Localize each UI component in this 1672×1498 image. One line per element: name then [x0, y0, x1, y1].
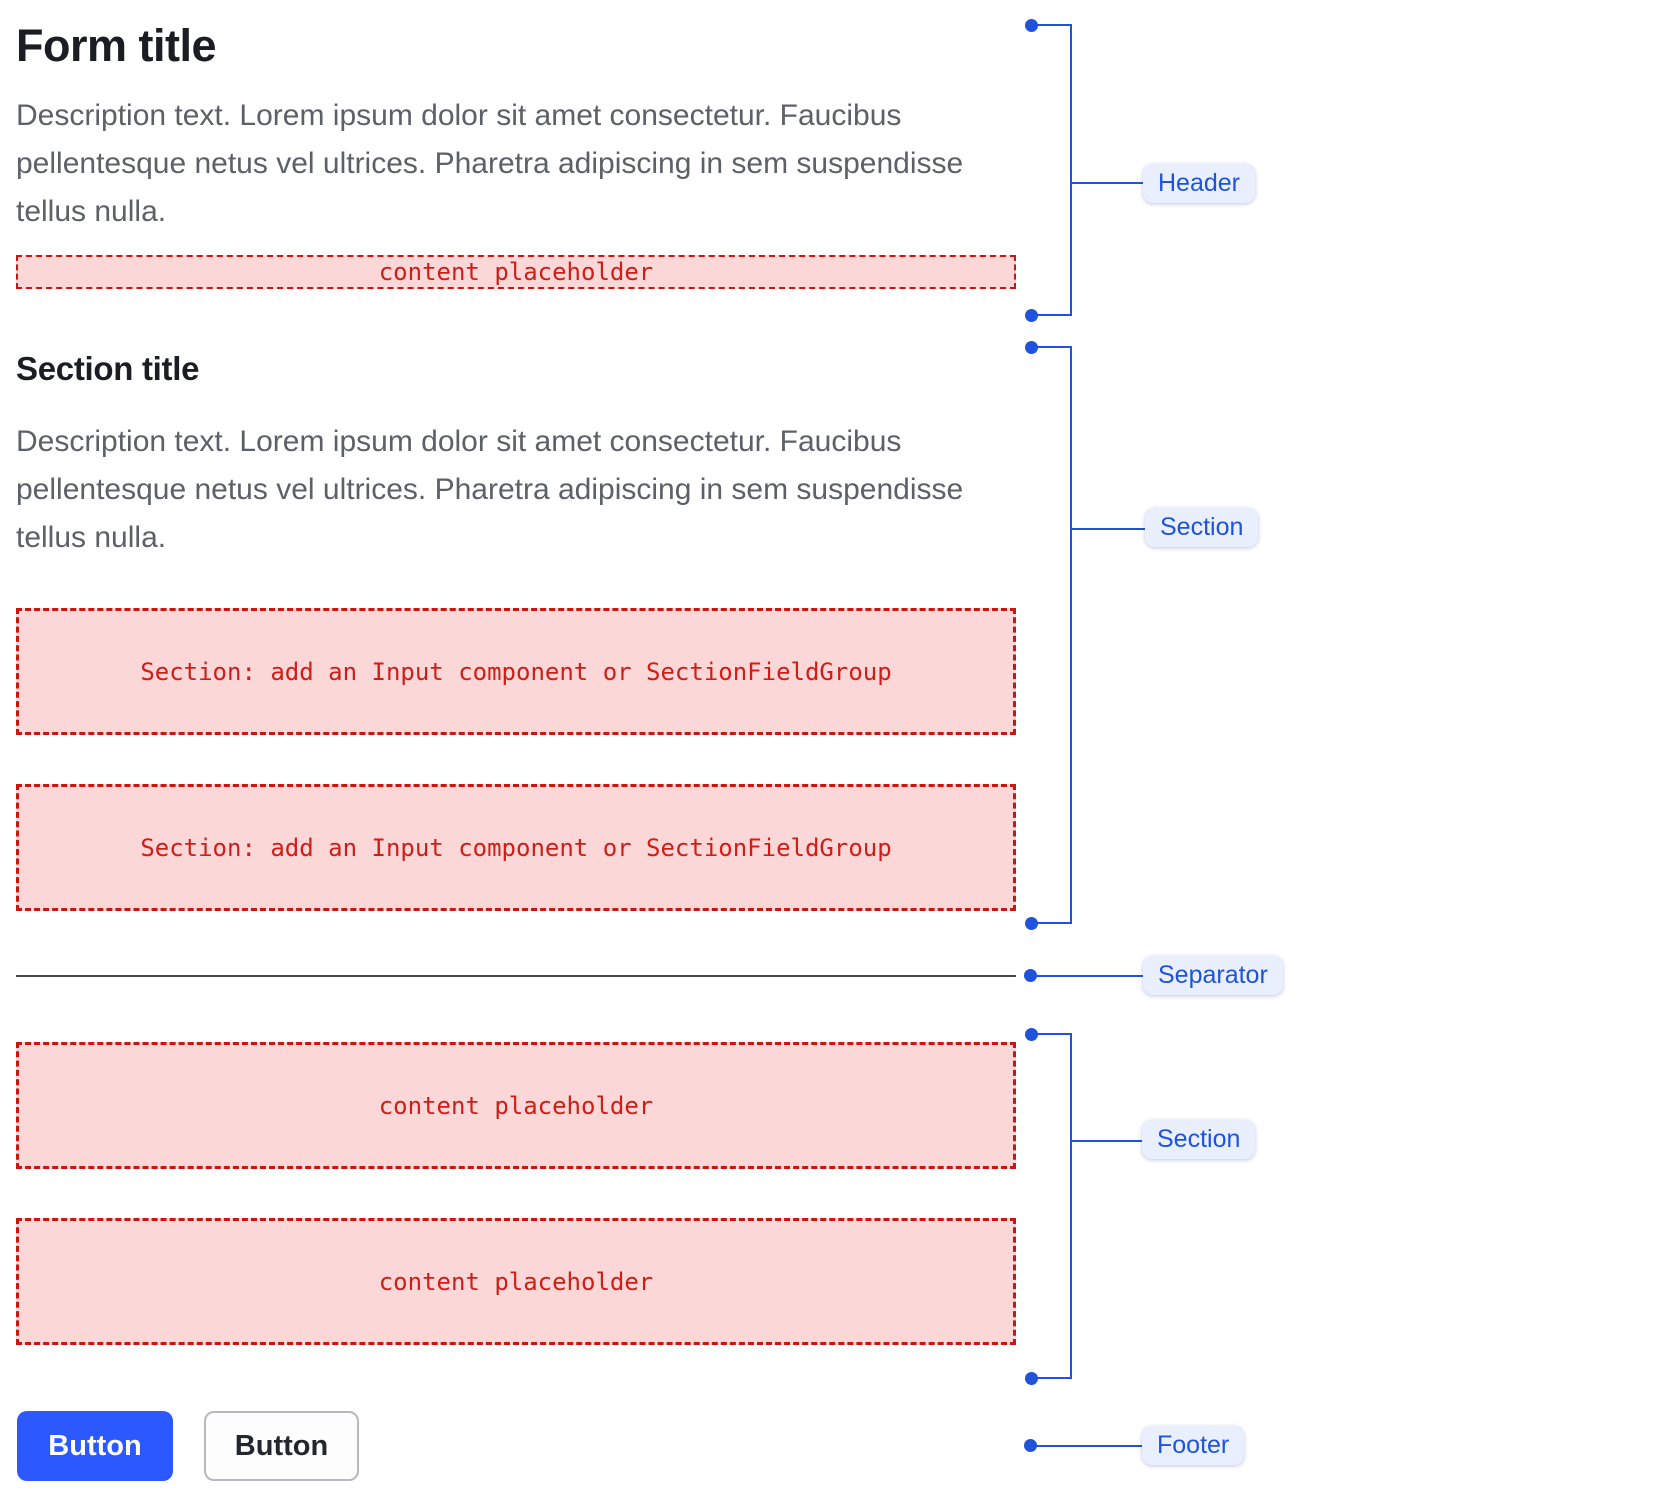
bracket-dot [1025, 1028, 1038, 1041]
section-annotation-chip: Section [1145, 508, 1259, 547]
section-description: Description text. Lorem ipsum dolor sit … [16, 425, 964, 554]
placeholder-text: content placeholder [378, 1267, 654, 1296]
section-annotation-chip: Section [1142, 1120, 1256, 1159]
primary-button[interactable]: Button [17, 1411, 173, 1481]
section2-content-placeholder: content placeholder [16, 1042, 1016, 1169]
placeholder-text: content placeholder [378, 258, 654, 286]
separator-annotation-chip: Separator [1143, 956, 1283, 995]
annotation-dot [1024, 969, 1037, 982]
connector-line [1072, 182, 1143, 184]
placeholder-text: Section: add an Input component or Secti… [140, 833, 892, 862]
bracket-dot [1025, 341, 1038, 354]
bracket-line [1031, 24, 1072, 26]
bracket-dot [1025, 19, 1038, 32]
placeholder-text: content placeholder [378, 1091, 654, 1120]
connector-line [1072, 1140, 1142, 1142]
connector-line [1072, 528, 1145, 530]
connector-line [1036, 1445, 1142, 1447]
placeholder-text: Section: add an Input component or Secti… [140, 657, 892, 686]
annotation-dot [1024, 1439, 1037, 1452]
section-input-placeholder: Section: add an Input component or Secti… [16, 608, 1016, 735]
bracket-dot [1025, 917, 1038, 930]
header-content-placeholder: content placeholder [16, 255, 1016, 289]
connector-line [1036, 975, 1143, 977]
bracket-line [1031, 1377, 1072, 1379]
secondary-button[interactable]: Button [204, 1411, 359, 1481]
bracket-dot [1025, 309, 1038, 322]
bracket-line [1070, 24, 1072, 316]
form-description: Description text. Lorem ipsum dolor sit … [16, 99, 964, 228]
footer-annotation-chip: Footer [1142, 1426, 1245, 1465]
bracket-line [1031, 314, 1072, 316]
section2-content-placeholder: content placeholder [16, 1218, 1016, 1345]
separator-line [16, 975, 1016, 977]
bracket-line [1031, 922, 1072, 924]
bracket-line [1031, 346, 1072, 348]
footer-button-group: Button Button [17, 1411, 359, 1481]
bracket-dot [1025, 1372, 1038, 1385]
bracket-line [1031, 1033, 1072, 1035]
section-title: Section title [16, 350, 200, 387]
bracket-line [1070, 346, 1072, 924]
bracket-line [1070, 1033, 1072, 1379]
form-title: Form title [16, 20, 217, 71]
section-input-placeholder: Section: add an Input component or Secti… [16, 784, 1016, 911]
header-annotation-chip: Header [1143, 164, 1255, 203]
